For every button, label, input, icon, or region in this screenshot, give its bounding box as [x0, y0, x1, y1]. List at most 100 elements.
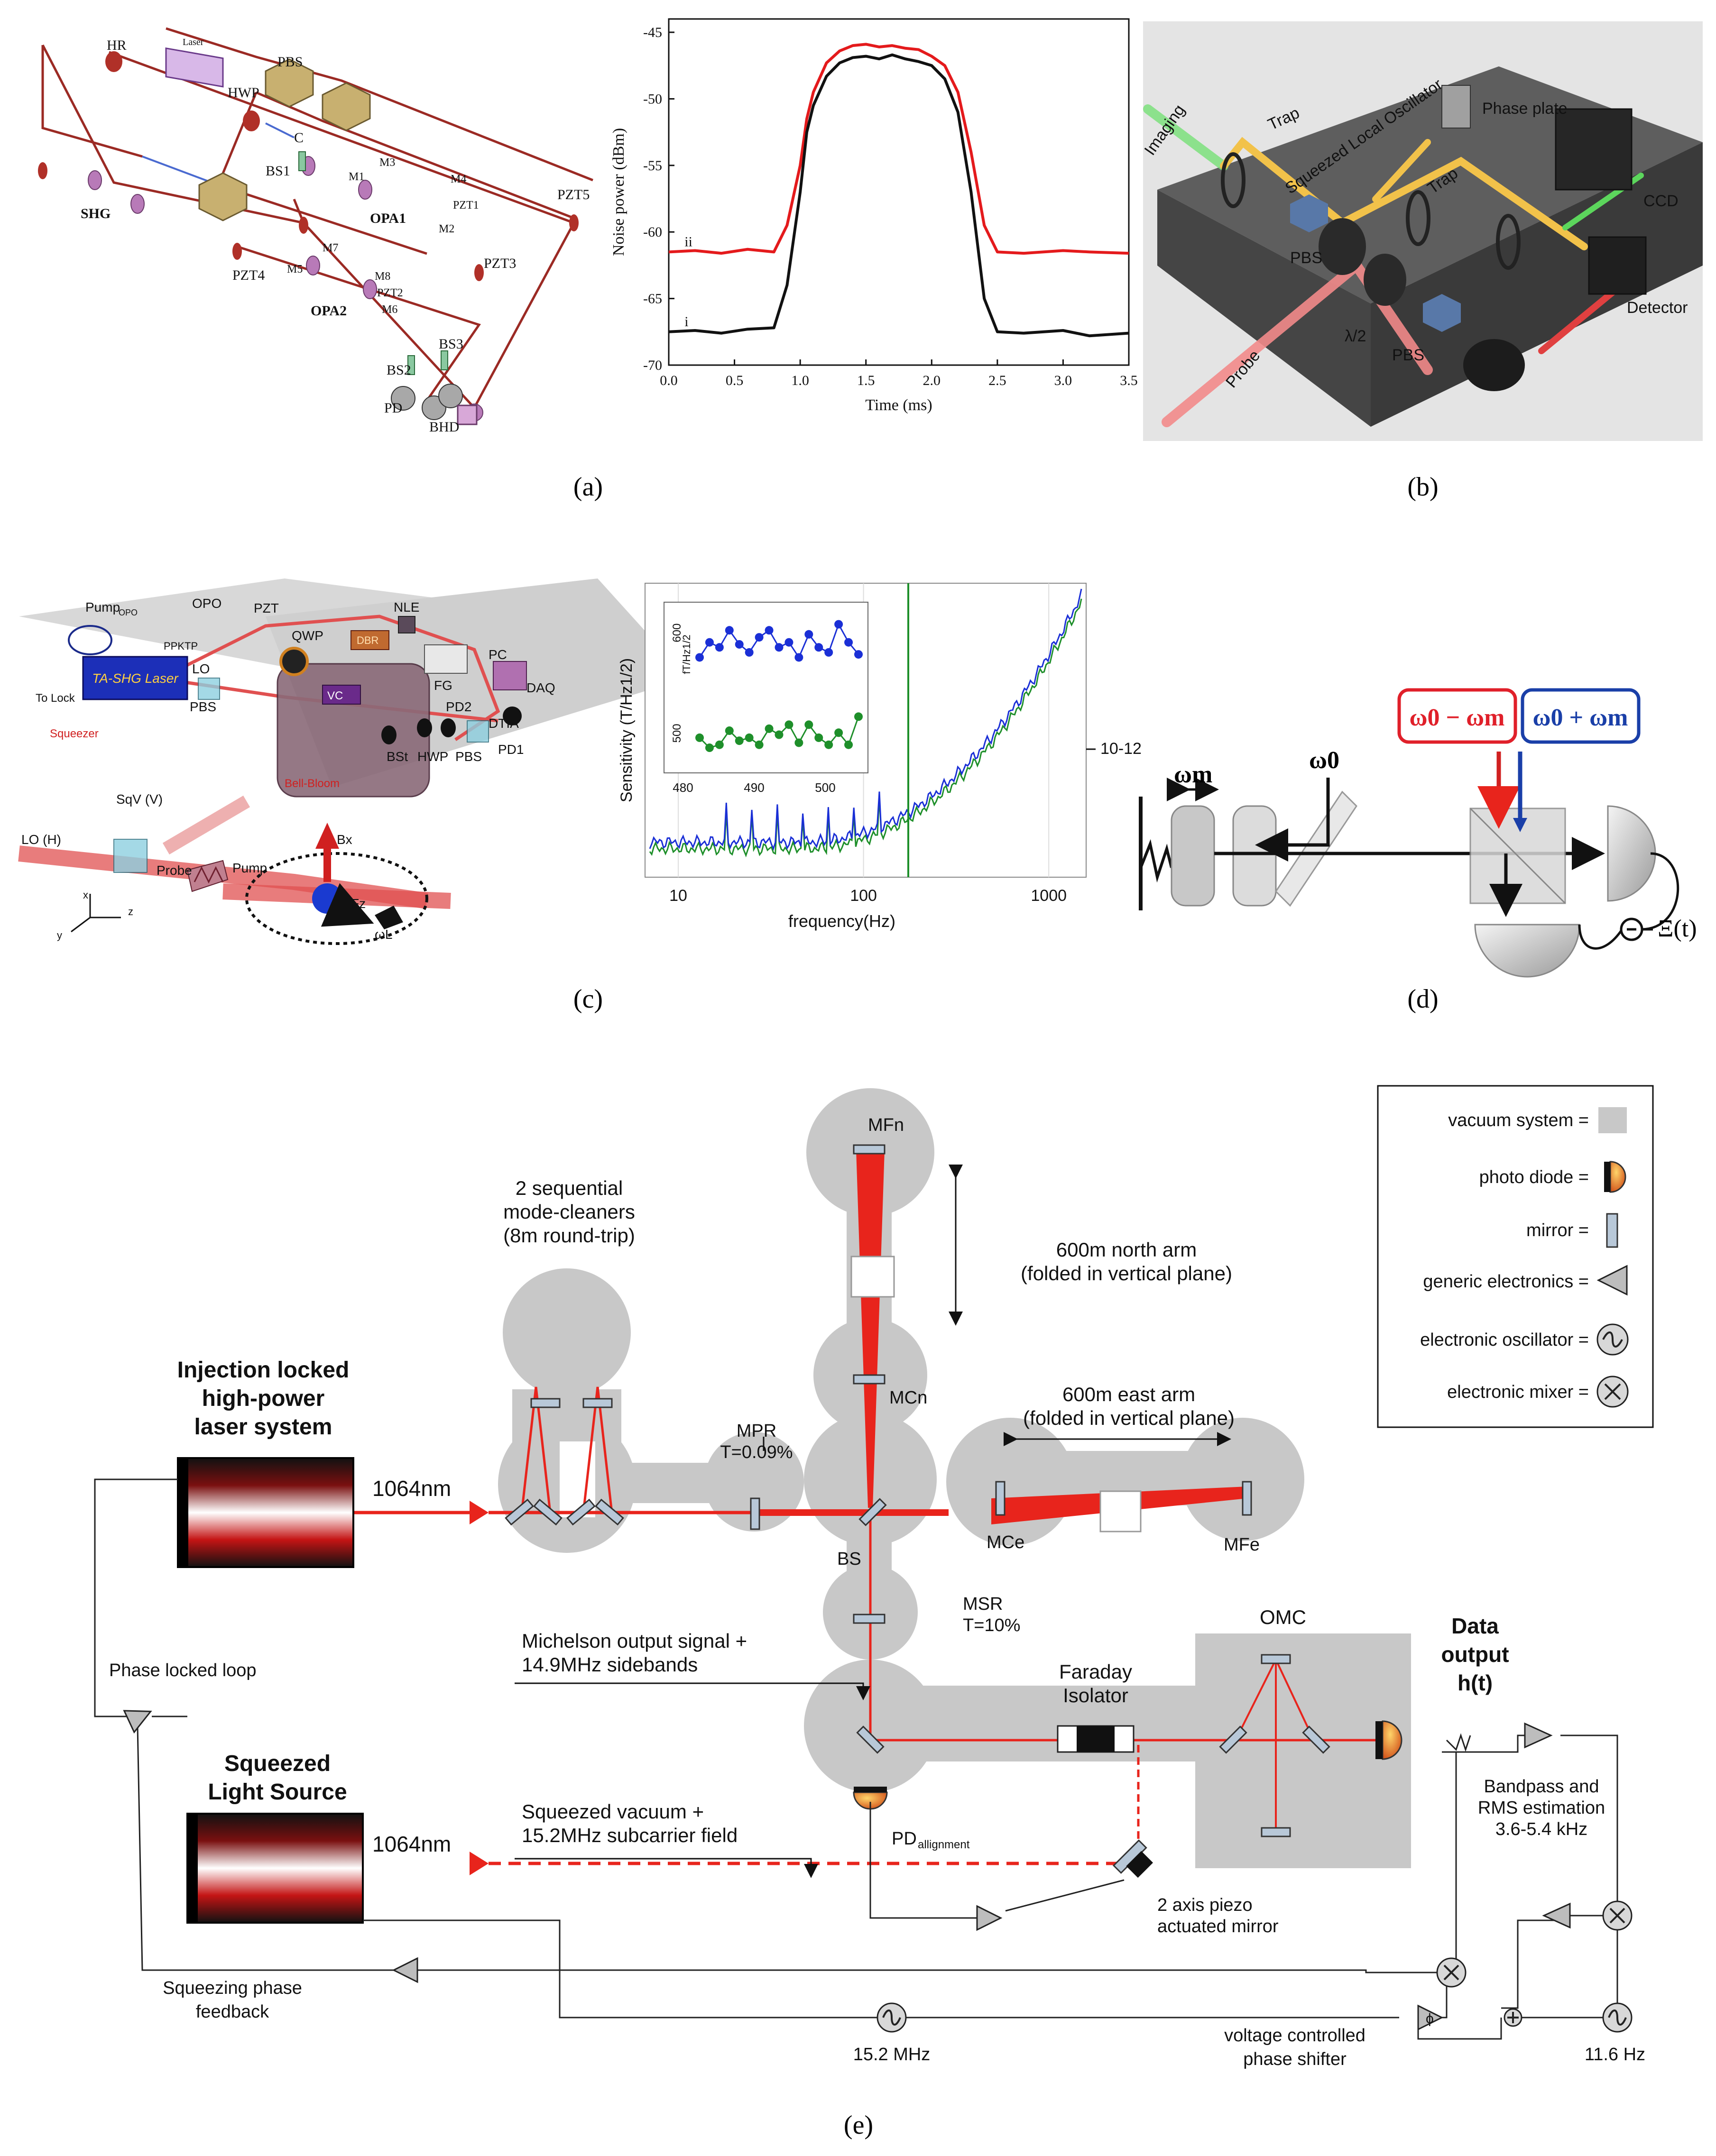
- label-m7: M7: [323, 242, 338, 254]
- inset-point: [745, 648, 754, 657]
- label-shg: SHG: [81, 206, 111, 221]
- inset-point: [784, 638, 793, 647]
- x-tick-label: 3.0: [1054, 373, 1072, 388]
- minus-sideband-box: [1397, 688, 1517, 744]
- label-pzt2: PZT2: [377, 287, 403, 299]
- panel-c: TA-SHG Laser Pump: [18, 578, 688, 945]
- legend-photodiode-label: photo diode =: [1479, 1167, 1589, 1187]
- east-arm-line1: 600m east arm: [1062, 1383, 1195, 1405]
- inset-point: [834, 620, 843, 629]
- vcps-line2: phase shifter: [1243, 2049, 1347, 2069]
- x-tick-label: 0.5: [726, 373, 744, 388]
- osc-15mhz-label: 15.2 MHz: [853, 2045, 931, 2064]
- label-pd1: PD1: [498, 742, 524, 757]
- faraday-line1: Faraday: [1059, 1661, 1132, 1683]
- panel-a-components: [38, 47, 579, 425]
- label-pbs-c2: PBS: [455, 749, 482, 764]
- inset-y-tick: 600: [671, 624, 683, 642]
- beamsplitter-d: [1275, 790, 1357, 907]
- legend-electronics-label: generic electronics =: [1423, 1272, 1589, 1292]
- squeezed-title-line2: Light Source: [208, 1780, 347, 1805]
- inset-point: [794, 653, 803, 662]
- label-m2: M2: [439, 223, 454, 235]
- label-pbs-1: PBS: [1290, 249, 1322, 267]
- label-dtia: DTIA: [489, 716, 519, 731]
- svg-text:(a): (a): [573, 472, 603, 502]
- sqz-feedback-amplifier: [392, 1957, 418, 1983]
- caption-e: (e): [844, 2110, 873, 2140]
- mode-cleaner-line3: (8m round-trip): [503, 1224, 635, 1247]
- panel-d: ωm ω0 ω0 − ωm ω0 + ωm Ξ(t): [1139, 688, 1697, 978]
- svg-text:(c): (c): [573, 984, 603, 1014]
- label-bhd: BHD: [429, 419, 459, 435]
- label-laser: Laser: [183, 37, 204, 47]
- mode-cleaner-line1: 2 sequential: [516, 1177, 623, 1199]
- label-m8: M8: [375, 270, 390, 283]
- label-pzt3: PZT3: [484, 256, 516, 271]
- dbr-box: [351, 630, 389, 650]
- wavelength-main: 1064nm: [372, 1476, 451, 1501]
- label-pd2: PD2: [446, 699, 471, 714]
- annotation-arrows: [515, 1165, 1231, 1878]
- alignment-photodiode: [853, 1791, 888, 1810]
- label-pd: PD: [384, 400, 402, 416]
- data-output-line3: h(t): [1458, 1670, 1493, 1695]
- vapor-cell-housing: [277, 663, 430, 798]
- piezo-mirror: [1112, 1839, 1153, 1878]
- mode-cleaner-line2: mode-cleaners: [503, 1201, 635, 1223]
- north-arm-line1: 600m north arm: [1056, 1239, 1197, 1261]
- y-tick-label: -50: [643, 91, 662, 107]
- panel-a-labels: Laser PBS HWP HR BS1 C SHG M1 M2 M3 M4 P…: [81, 37, 590, 435]
- x-axis-label-c: frequency(Hz): [788, 911, 895, 931]
- label-bell-bloom: Bell-Bloom: [285, 777, 340, 790]
- legend-box: [1377, 1085, 1654, 1428]
- spectrum-green: [649, 598, 1082, 858]
- mpr-label: MPR: [737, 1421, 776, 1441]
- pll-label: Phase locked loop: [109, 1661, 257, 1680]
- inset-point: [725, 726, 734, 735]
- caption-d: (d): [1407, 984, 1438, 1014]
- plot-frame: [668, 18, 1130, 366]
- series-line-ii: [668, 43, 1129, 255]
- label-m1: M1: [349, 171, 364, 183]
- alignment-amplifier: [976, 1905, 1003, 1931]
- label-pump-c: Pump: [232, 861, 267, 875]
- svg-text:(b): (b): [1407, 472, 1438, 502]
- panel-b: Imaging Trap Phase plate Squeezed Local …: [1141, 21, 1703, 441]
- label-pc: PC: [489, 647, 507, 662]
- label-bst: BSt: [387, 749, 408, 764]
- label-omega-m: ωm: [1174, 761, 1212, 788]
- inset-point: [824, 648, 833, 657]
- panel-a-beams-blue: [142, 122, 295, 186]
- panel-b-components: [1221, 85, 1647, 391]
- squeezed-light-source: [186, 1813, 364, 1924]
- sqz-feedback-line2: feedback: [196, 2002, 269, 2022]
- label-ccd: CCD: [1643, 192, 1679, 210]
- label-ta-shg: TA-SHG Laser: [92, 671, 179, 686]
- ccd-camera: [1555, 108, 1633, 191]
- inset-x-tick: 480: [673, 780, 693, 795]
- x-tick-label: 0.0: [660, 373, 678, 388]
- inset-point: [784, 720, 793, 729]
- caption-c: (c): [573, 984, 603, 1014]
- nle-box: [398, 616, 415, 633]
- photodiodes: [853, 1720, 1402, 1810]
- panel-b-table-front: [1371, 142, 1703, 427]
- panel-e: vacuum system = photo diode = mirror = g…: [94, 1085, 1654, 2069]
- mpr-transmission: T=0.09%: [720, 1442, 793, 1462]
- bandpass-line2: RMS estimation: [1478, 1798, 1605, 1818]
- label-opo: OPO: [192, 596, 221, 611]
- label-m4: M4: [451, 173, 466, 185]
- plus-sideband-box: [1521, 688, 1641, 744]
- caption-a: (a): [573, 472, 603, 502]
- bs-label: BS: [837, 1549, 861, 1569]
- mfe-label: MFe: [1224, 1535, 1260, 1555]
- laser-boxes: [177, 1457, 364, 1924]
- legend-mixer-label: electronic mixer =: [1447, 1382, 1589, 1402]
- inset-point: [765, 626, 774, 635]
- cavity-mirror-1: [1171, 805, 1215, 907]
- label-lo: LO: [192, 661, 210, 676]
- panel-a: Laser PBS HWP HR BS1 C SHG M1 M2 M3 M4 P…: [38, 27, 593, 435]
- inset-point: [735, 640, 744, 649]
